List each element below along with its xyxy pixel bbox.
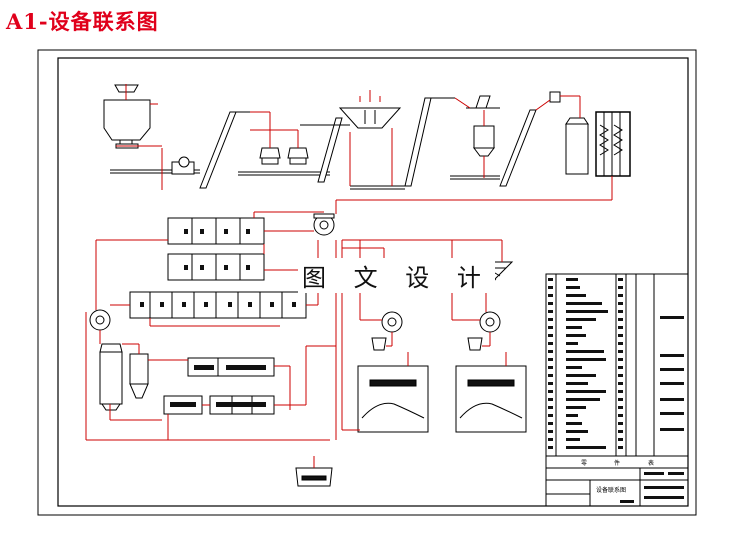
- parts-list-caption-2: 件: [614, 459, 620, 467]
- filter-1: [371, 337, 387, 351]
- tank-labels: [140, 229, 296, 407]
- storage-tank-2: [455, 365, 527, 433]
- parts-list-caption-3: 表: [648, 459, 654, 467]
- cyclone: [129, 353, 149, 385]
- parts-list-table: [545, 273, 689, 507]
- inclined-conveyor-2: [317, 117, 343, 183]
- tank-row-3: [129, 291, 307, 319]
- right-process: [357, 261, 527, 433]
- dryer-drum: [565, 123, 589, 175]
- watermark-text: 图 文 设 计: [298, 258, 495, 293]
- parts-list-caption-1: 零: [581, 460, 587, 467]
- fine-bin: [473, 125, 495, 149]
- top-process-line: [103, 84, 631, 190]
- top-flow-lines: [116, 84, 613, 214]
- parts-list-rows: [548, 278, 684, 503]
- inclined-conveyor-1: [199, 111, 237, 189]
- storage-tank-1: [357, 365, 429, 433]
- document-title: A1-设备联系图: [6, 9, 159, 34]
- drawing-name: 设备联系图: [596, 486, 626, 494]
- mill-2: [287, 147, 309, 159]
- rotary-kiln: [99, 351, 123, 405]
- inclined-conveyor-4: [499, 109, 537, 187]
- mixing-tanks: [89, 213, 335, 487]
- raw-material-hopper: [103, 99, 151, 141]
- filter-2: [467, 337, 483, 351]
- mill-1: [259, 147, 281, 159]
- middle-flow-lines: [85, 211, 343, 468]
- inclined-conveyor-3: [404, 97, 432, 187]
- sheet-border: [37, 49, 697, 516]
- separator-funnel: [338, 107, 402, 129]
